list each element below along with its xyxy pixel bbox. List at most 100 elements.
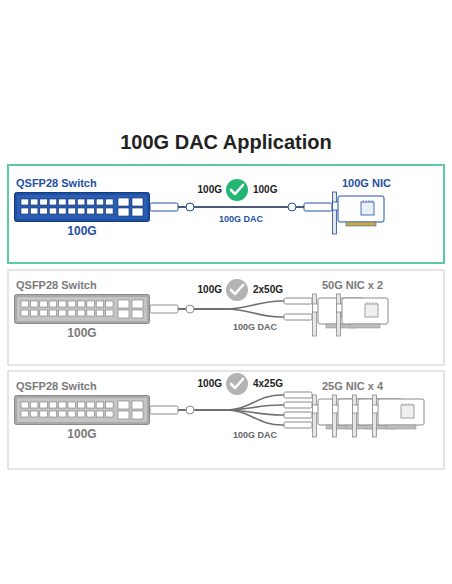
qsfp-port bbox=[118, 401, 129, 409]
card-board bbox=[378, 399, 424, 425]
switch-port bbox=[59, 301, 67, 307]
switch-port bbox=[87, 411, 95, 417]
switch-port bbox=[68, 199, 76, 205]
card-bracket bbox=[313, 395, 317, 437]
dac-cable bbox=[150, 392, 312, 428]
switch-port bbox=[49, 310, 57, 316]
switch-illustration bbox=[14, 192, 150, 222]
nic-card-illustration bbox=[336, 292, 390, 338]
switch-port bbox=[21, 402, 29, 408]
card-chip bbox=[401, 405, 414, 418]
switch-port bbox=[49, 411, 57, 417]
switch-speed: 100G bbox=[14, 224, 150, 238]
qsfp-port bbox=[118, 208, 129, 216]
switch-port bbox=[96, 301, 104, 307]
card-board bbox=[338, 196, 384, 222]
plug-connector bbox=[284, 402, 312, 408]
switch-port bbox=[21, 208, 29, 214]
switch-face bbox=[17, 195, 147, 219]
switch-port bbox=[77, 411, 85, 417]
switch-port bbox=[21, 199, 29, 205]
nic-card-illustration bbox=[372, 393, 426, 439]
switch-port bbox=[87, 208, 95, 214]
switch-port bbox=[106, 301, 114, 307]
speed-label: 100G bbox=[198, 377, 222, 391]
switch-port bbox=[68, 402, 76, 408]
switch-port bbox=[49, 208, 57, 214]
switch-port bbox=[49, 199, 57, 205]
switch-port bbox=[87, 301, 95, 307]
switch-port bbox=[49, 402, 57, 408]
chip-pin bbox=[369, 200, 370, 202]
switch-port bbox=[30, 208, 38, 214]
nic-node: 25G NIC x 4 bbox=[312, 379, 426, 439]
qsfp-port bbox=[132, 300, 143, 308]
cable-label: 100G DAC bbox=[231, 430, 279, 441]
qsfp28-plug bbox=[150, 203, 178, 211]
switch-port bbox=[30, 199, 38, 205]
nic-card-illustration bbox=[332, 190, 386, 236]
switch-port bbox=[21, 310, 29, 316]
plug-connector bbox=[284, 392, 312, 398]
cable-ring bbox=[186, 203, 194, 211]
switch-port bbox=[106, 402, 114, 408]
switch-node: QSFP28 Switch100G bbox=[14, 379, 150, 441]
check-badge bbox=[226, 179, 248, 201]
switch-port bbox=[59, 199, 67, 205]
diagram-title: 100G DAC Application bbox=[0, 131, 452, 154]
switch-port bbox=[68, 310, 76, 316]
nic-heading: 100G NIC bbox=[332, 176, 391, 190]
switch-port bbox=[40, 199, 48, 205]
switch-face bbox=[17, 398, 147, 422]
card-bracket bbox=[353, 395, 357, 437]
switch-port bbox=[40, 402, 48, 408]
cable-ring bbox=[288, 203, 296, 211]
switch-port bbox=[59, 310, 67, 316]
chip-pin bbox=[412, 403, 413, 405]
switch-body bbox=[15, 193, 150, 222]
switch-port bbox=[106, 208, 114, 214]
speed-label: 100G bbox=[253, 183, 277, 197]
card-bracket bbox=[373, 395, 377, 437]
switch-port bbox=[106, 199, 114, 205]
switch-heading: QSFP28 Switch bbox=[14, 176, 150, 190]
speed-label: 4x25G bbox=[253, 377, 283, 391]
highlight-panel bbox=[8, 165, 444, 263]
card-bracket bbox=[333, 395, 337, 437]
switch-speed: 100G bbox=[14, 427, 150, 441]
card-chip bbox=[365, 304, 378, 317]
speed-label: 100G bbox=[198, 283, 222, 297]
plug-connector bbox=[284, 314, 312, 320]
card-board bbox=[342, 298, 388, 324]
switch-port bbox=[68, 411, 76, 417]
switch-port bbox=[77, 402, 85, 408]
chip-pin bbox=[363, 200, 364, 202]
cable-label: 100G DAC bbox=[231, 322, 279, 333]
plug-connector bbox=[284, 298, 312, 304]
switch-port bbox=[77, 208, 85, 214]
switch-port bbox=[87, 199, 95, 205]
cable-ring bbox=[186, 406, 194, 414]
switch-port bbox=[106, 310, 114, 316]
check-badge bbox=[226, 373, 248, 395]
switch-port bbox=[106, 411, 114, 417]
plug-connector bbox=[304, 203, 332, 211]
panel bbox=[8, 371, 444, 469]
chip-pin bbox=[370, 302, 371, 304]
panel bbox=[8, 270, 444, 365]
switch-port bbox=[59, 402, 67, 408]
switch-port bbox=[21, 411, 29, 417]
switch-face bbox=[17, 297, 147, 321]
nic-cards bbox=[332, 190, 386, 236]
nic-heading: 25G NIC x 4 bbox=[312, 379, 426, 393]
card-bracket bbox=[337, 294, 341, 336]
chip-pin bbox=[403, 403, 404, 405]
switch-port bbox=[87, 310, 95, 316]
switch-port bbox=[77, 310, 85, 316]
card-bracket bbox=[333, 192, 337, 234]
switch-port bbox=[77, 199, 85, 205]
nic-cards bbox=[312, 292, 390, 338]
chip-pin bbox=[376, 302, 377, 304]
nic-node: 50G NIC x 2 bbox=[312, 278, 390, 338]
plug-connector bbox=[284, 412, 312, 418]
